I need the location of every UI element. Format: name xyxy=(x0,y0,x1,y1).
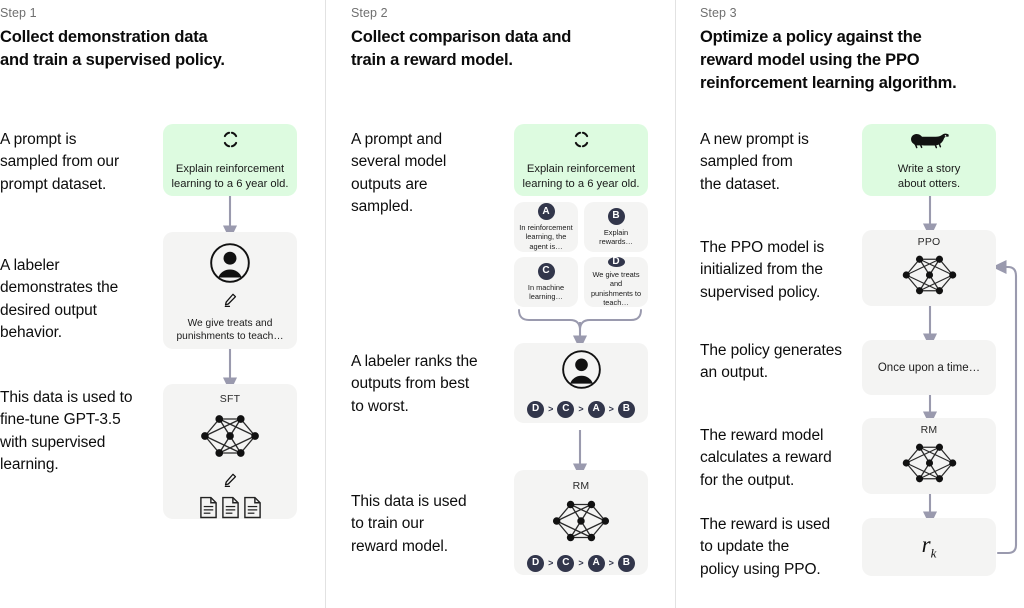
step-1-title-line-2: and train a supervised policy. xyxy=(0,50,225,69)
step-2-output-text-a: In reinforcement learning, the agent is… xyxy=(519,223,573,251)
rank-chip-2: C xyxy=(557,554,575,572)
step-1-prompt-card[interactable]: Explain reinforcement learning to a 6 ye… xyxy=(163,124,297,196)
step-1-prompt-text: Explain reinforcement learning to a 6 ye… xyxy=(171,162,289,190)
refresh-cycle-icon xyxy=(220,129,241,155)
rank-chip-3: A xyxy=(587,554,605,572)
rank-chip-1: D xyxy=(527,400,545,418)
neural-network-icon xyxy=(898,249,961,306)
step-2-label: Step 2 xyxy=(351,6,388,20)
neural-network-icon xyxy=(898,437,961,494)
step-2-output-card-c[interactable]: C In machine learning… xyxy=(514,257,578,307)
pencil-icon xyxy=(222,292,238,313)
step-1-labeler-card[interactable]: We give treats and punishments to teach… xyxy=(163,232,297,349)
step-3-caption-2: The PPO model is initialized from the su… xyxy=(700,239,825,301)
reward-symbol: rk xyxy=(922,532,937,562)
step-3-prompt-card[interactable]: Write a story about otters. xyxy=(862,124,996,196)
step-2-rm-card[interactable]: RM xyxy=(514,470,648,575)
neural-network-icon xyxy=(548,494,614,553)
step-3-column: Step 3 Optimize a policy against the rew… xyxy=(676,0,1024,608)
refresh-cycle-icon xyxy=(571,129,592,155)
step-1-labeler-text: We give treats and punishments to teach… xyxy=(176,317,284,342)
step-2-output-text-b: Explain rewards… xyxy=(599,227,633,246)
step-1-column: Step 1 Collect demonstration data and tr… xyxy=(0,0,325,608)
step-2-title-line-2: train a reward model. xyxy=(351,50,513,69)
rank-separator-1: > xyxy=(548,404,554,414)
output-chip-b: B xyxy=(607,207,625,225)
neural-network-icon xyxy=(196,408,264,469)
documents-icon xyxy=(199,496,262,519)
step-3-caption-5: The reward is used to update the policy … xyxy=(700,516,831,578)
step-1-caption-2: A labeler demonstrates the desired outpu… xyxy=(0,257,119,342)
output-chip-d: D xyxy=(607,257,625,268)
rank-separator-3: > xyxy=(608,558,614,568)
step-2-ranking-result: D > C > A > B xyxy=(527,554,635,572)
step-3-title-line-2: reward model using the PPO xyxy=(700,50,920,69)
rank-separator-2: > xyxy=(578,558,584,568)
step-2-prompt-text: Explain reinforcement learning to a 6 ye… xyxy=(522,162,640,190)
pencil-icon xyxy=(222,472,238,493)
person-avatar-icon xyxy=(209,242,251,289)
step-2-caption-3: This data is used to train our reward mo… xyxy=(351,493,467,555)
step-3-output-card[interactable]: Once upon a time… xyxy=(862,340,996,395)
step-2-output-card-a[interactable]: A In reinforcement learning, the agent i… xyxy=(514,202,578,252)
step-3-prompt-text: Write a story about otters. xyxy=(897,162,961,190)
step-3-title-line-1: Optimize a policy against the xyxy=(700,28,922,46)
step-2-caption-1: A prompt and several model outputs are s… xyxy=(351,131,447,216)
step-2-ranker-card[interactable]: D > C > A > B xyxy=(514,343,648,423)
step-3-output-text: Once upon a time… xyxy=(877,361,981,374)
step-1-title-line-1: Collect demonstration data xyxy=(0,28,208,46)
step-1-caption-3: This data is used to fine-tune GPT-3.5 w… xyxy=(0,389,133,474)
step-1-sft-card[interactable]: SFT xyxy=(163,384,297,519)
step-2-output-card-b[interactable]: B Explain rewards… xyxy=(584,202,648,252)
rank-separator-1: > xyxy=(548,558,554,568)
column-divider-2 xyxy=(675,0,676,608)
rank-chip-4: B xyxy=(617,554,635,572)
step-2-output-text-d: We give treats and punishments to teach… xyxy=(590,270,642,307)
reward-symbol-subscript: k xyxy=(930,545,937,561)
step-2-output-card-d[interactable]: D We give treats and punishments to teac… xyxy=(584,257,648,307)
step-2-prompt-card[interactable]: Explain reinforcement learning to a 6 ye… xyxy=(514,124,648,196)
output-chip-a: A xyxy=(537,203,555,221)
step-3-label: Step 3 xyxy=(700,6,737,20)
step-3-rm-card[interactable]: RM xyxy=(862,418,996,494)
step-3-caption-4: The reward model calculates a reward for… xyxy=(700,427,832,489)
step-2-output-text-c: In machine learning… xyxy=(527,282,565,301)
step-3-title-line-3: reinforcement learning algorithm. xyxy=(700,73,957,92)
step-2-rm-label: RM xyxy=(572,479,590,492)
step-2-column: Step 2 Collect comparison data and train… xyxy=(326,0,651,608)
step-3-rm-label: RM xyxy=(920,423,938,436)
rank-chip-3: A xyxy=(587,400,605,418)
step-3-caption-3: The policy generates an output. xyxy=(700,342,842,382)
output-chip-c: C xyxy=(537,262,555,280)
step-1-caption-1: A prompt is sampled from our prompt data… xyxy=(0,131,120,193)
step-3-caption-1: A new prompt is sampled from the dataset… xyxy=(700,131,809,193)
rank-separator-3: > xyxy=(608,404,614,414)
step-2-ranking: D > C > A > B xyxy=(527,400,635,418)
rank-separator-2: > xyxy=(578,404,584,414)
reward-symbol-base: r xyxy=(921,532,931,558)
step-3-ppo-card[interactable]: PPO xyxy=(862,230,996,306)
rank-chip-2: C xyxy=(557,400,575,418)
step-3-reward-card[interactable]: rk xyxy=(862,518,996,576)
step-1-sft-label: SFT xyxy=(219,392,241,405)
otter-icon xyxy=(907,129,951,156)
step-2-title-line-1: Collect comparison data and xyxy=(351,28,572,46)
rank-chip-4: B xyxy=(617,400,635,418)
rank-chip-1: D xyxy=(527,554,545,572)
step-2-caption-2: A labeler ranks the outputs from best to… xyxy=(351,353,478,415)
column-divider-1 xyxy=(325,0,326,608)
step-1-label: Step 1 xyxy=(0,6,37,20)
person-avatar-icon xyxy=(561,349,602,395)
step-3-ppo-label: PPO xyxy=(917,235,941,248)
